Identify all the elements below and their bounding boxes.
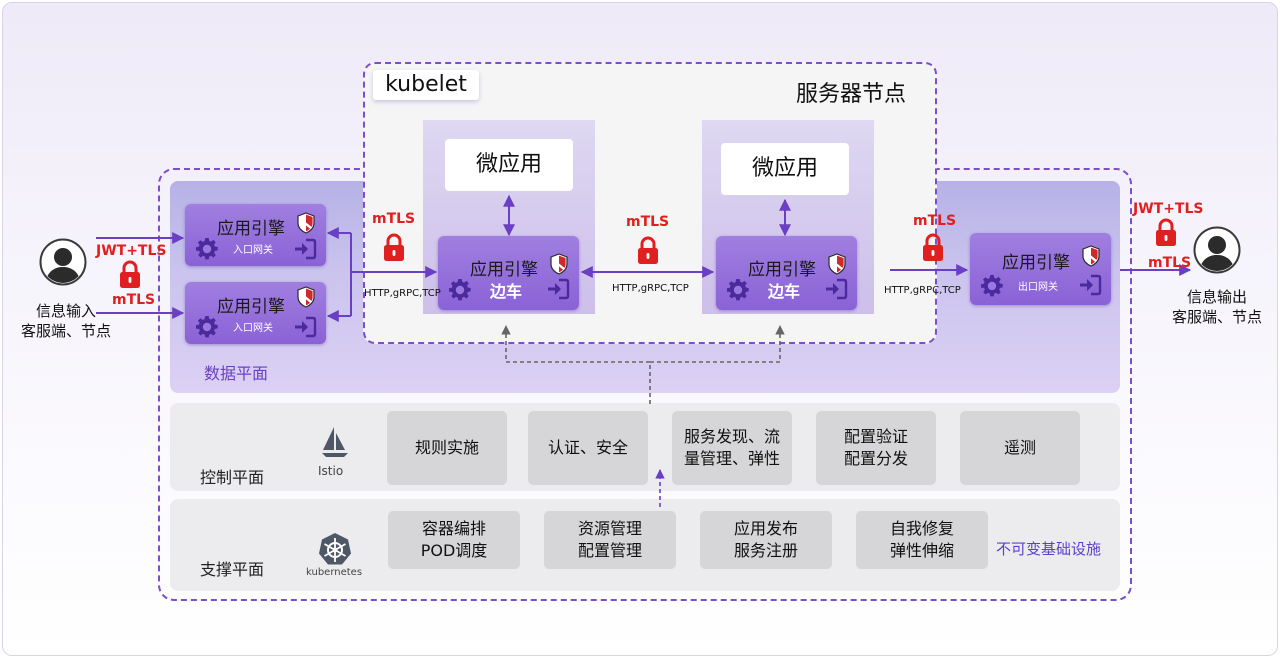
mtls-label-2: mTLS: [626, 214, 670, 230]
sidecar-label: 边车: [490, 282, 523, 301]
lock-icon: [921, 233, 945, 263]
user-in-icon: [39, 238, 87, 286]
support-box-release: 应用发布 服务注册: [700, 511, 832, 569]
kubernetes-logo-icon: [319, 533, 351, 565]
istio-logo-text: Istio: [318, 464, 344, 478]
lock-icon: [1154, 218, 1178, 248]
client-out-line2: 客服端、节点: [1171, 307, 1262, 326]
kubernetes-logo-text: kubernetes: [306, 567, 363, 578]
server-node-title: 服务器节点: [796, 82, 907, 107]
ingress-gateway-1: 应用引擎 入口网关: [185, 204, 326, 266]
engine-title: 应用引擎: [217, 219, 285, 239]
sidecar-label: 边车: [768, 282, 801, 301]
control-plane-label: 控制平面: [200, 468, 265, 487]
data-plane-label: 数据平面: [204, 364, 269, 383]
control-to-sidecar-1: [501, 325, 651, 404]
egress-gateway: 应用引擎 出口网关: [970, 233, 1111, 305]
sidecar-engine-2: 应用引擎 边车: [716, 236, 857, 310]
protocol-label-2: HTTP,gRPC,TCP: [612, 283, 689, 294]
client-out-line1: 信息输出: [1186, 288, 1247, 306]
lock-icon: [382, 233, 406, 263]
lock-icon: [636, 236, 660, 266]
engine-title: 应用引擎: [748, 260, 816, 280]
engine-title: 应用引擎: [1002, 253, 1070, 273]
mtls-label-in: mTLS: [112, 292, 156, 308]
control-box-config: 配置验证 配置分发: [816, 411, 936, 485]
control-to-sidecar-2: [650, 325, 785, 363]
immutable-infra-label: 不可变基础设施: [996, 540, 1102, 558]
client-in-line1: 信息输入: [35, 302, 96, 320]
control-box-discovery: 服务发现、流 量管理、弹性: [672, 411, 792, 485]
micro-app-2: 微应用: [721, 143, 849, 195]
micro-app-1: 微应用: [445, 139, 573, 191]
mtls-label-out: mTLS: [1148, 255, 1192, 271]
user-out-icon: [1193, 226, 1241, 274]
kubelet-label: kubelet: [373, 70, 479, 100]
ingress-label: 入口网关: [233, 323, 273, 334]
jwt-label-out: JWT+TLS: [1133, 201, 1204, 217]
client-out-label: 信息输出 客服端、节点: [1165, 288, 1269, 327]
client-in-label: 信息输入 客服端、节点: [14, 302, 118, 341]
support-box-selfheal: 自我修复 弹性伸缩: [856, 511, 988, 569]
mtls-label-1: mTLS: [372, 211, 416, 227]
client-in-line2: 客服端、节点: [20, 321, 111, 340]
ingress-label: 入口网关: [233, 245, 273, 256]
support-plane-label: 支撑平面: [200, 560, 265, 579]
istio-logo-icon: [322, 427, 348, 457]
egress-label: 出口网关: [1018, 282, 1058, 293]
protocol-label-1: HTTP,gRPC,TCP: [364, 288, 441, 299]
control-box-rules: 规则实施: [387, 411, 507, 485]
engine-title: 应用引擎: [217, 297, 285, 317]
support-box-orchestration: 容器编排 POD调度: [388, 511, 520, 569]
support-box-resources: 资源管理 配置管理: [544, 511, 676, 569]
lock-icon: [118, 260, 142, 290]
control-box-auth: 认证、安全: [528, 411, 648, 485]
mtls-label-3: mTLS: [913, 213, 957, 229]
ingress-gateway-2: 应用引擎 入口网关: [185, 282, 326, 344]
engine-title: 应用引擎: [470, 260, 538, 280]
sidecar-engine-1: 应用引擎 边车: [438, 236, 579, 310]
control-box-telemetry: 遥测: [960, 411, 1080, 485]
jwt-label-in: JWT+TLS: [96, 243, 167, 259]
protocol-label-3: HTTP,gRPC,TCP: [884, 285, 961, 296]
